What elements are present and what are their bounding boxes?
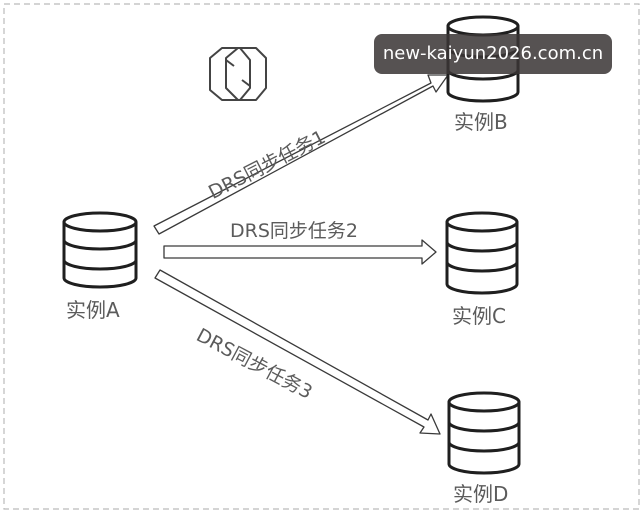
database-icon-a [62,211,138,289]
sync-logo-icon [209,47,267,101]
task-2-label: DRS同步任务2 [230,220,358,242]
database-icon-c [445,211,519,295]
instance-c-label: 实例C [452,304,506,328]
instance-d-label: 实例D [453,482,509,506]
sync-arrow-a-to-c [163,239,437,265]
watermark-badge: new-kaiyun2026.com.cn [374,34,612,74]
database-icon-d [447,391,521,475]
instance-b-label: 实例B [454,110,508,134]
sync-arrow-a-to-b [153,74,449,235]
sync-arrow-a-to-d [154,269,441,435]
instance-a-label: 实例A [66,298,120,322]
